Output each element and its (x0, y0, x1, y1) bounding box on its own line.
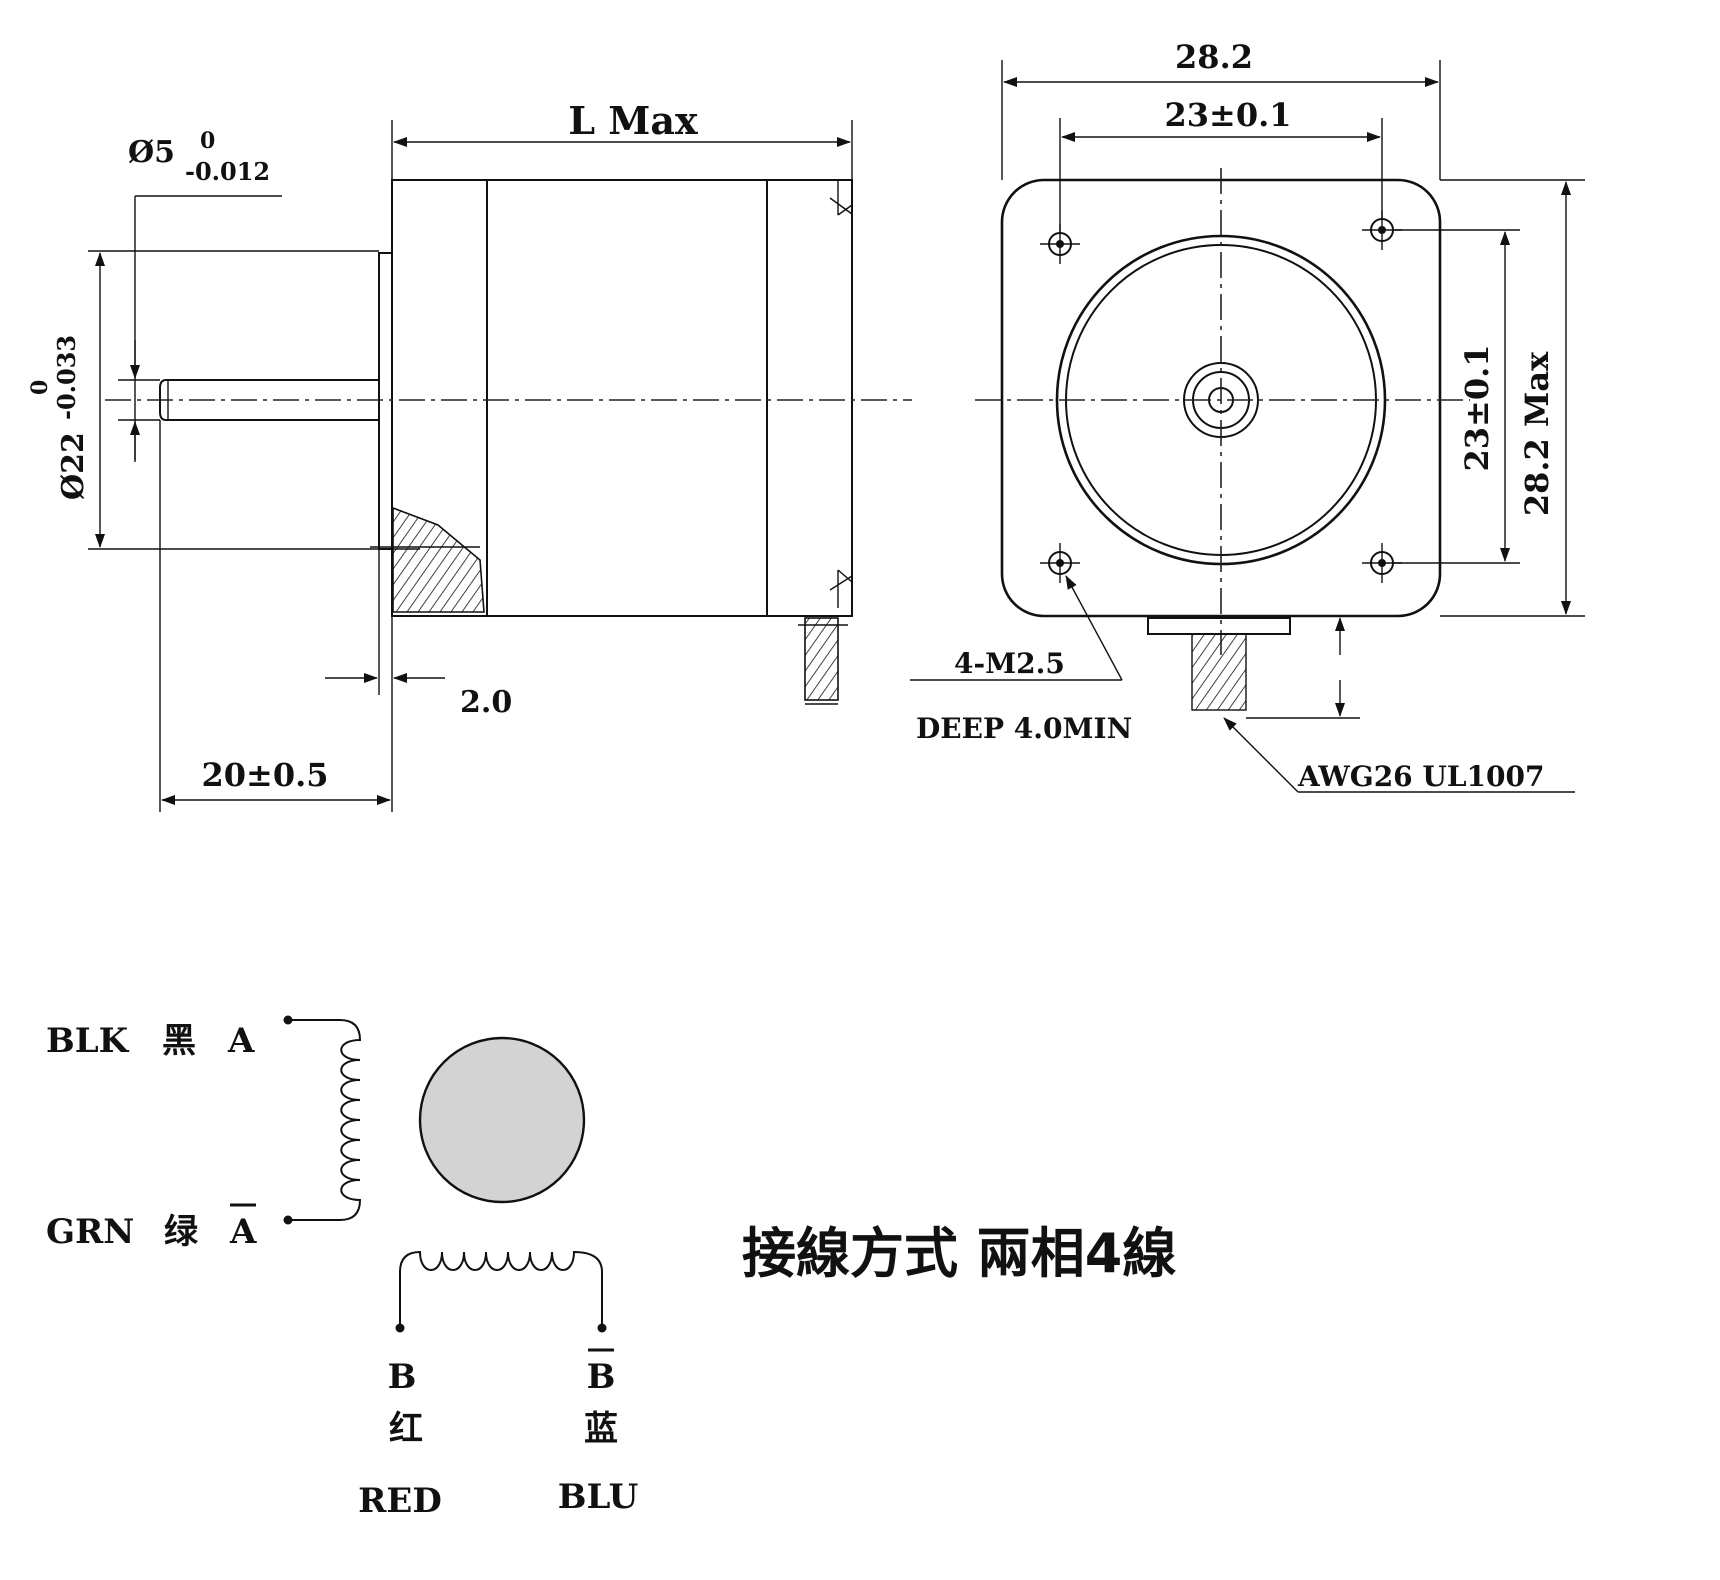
boss-diameter-upper-tol: 0 (27, 380, 53, 395)
boss-diameter-lower-tol: -0.033 (52, 335, 81, 420)
shaft-diameter-lower-tol: -0.012 (185, 157, 270, 186)
lead-wire-label: AWG26 UL1007 (1297, 760, 1544, 793)
hole-spacing-h-label: 23±0.1 (1164, 96, 1291, 134)
height-label: 28.2 Max (1518, 351, 1556, 516)
coil-a-end-color-cn: 绿 (164, 1212, 199, 1252)
wire-exit-block (1147, 617, 1291, 635)
coil-b-end-color-en: BLU (558, 1477, 638, 1517)
wiring-diagram: BLK 黑 A GRN 绿 A B 红 RED B 蓝 BLU 接線方式 兩相4… (46, 1015, 1176, 1521)
wiring-caption: 接線方式 兩相4線 (742, 1222, 1176, 1285)
mounting-boss (378, 252, 393, 550)
hole-crosshairs (1040, 210, 1402, 583)
front-view: 28.2 23±0.1 23±0.1 28.2 Max 4-M2.5 DEEP … (910, 38, 1585, 793)
side-view: L Max Ø5 0 -0.012 Ø22 0 -0.033 2.0 20±0.… (27, 98, 912, 812)
shaft-length-label: 20±0.5 (201, 756, 328, 794)
rear-cap-notch-top (829, 180, 853, 216)
coil-b-end-color-cn: 蓝 (584, 1409, 618, 1449)
coil-a-start-color-en: BLK (46, 1021, 130, 1061)
coil-b-winding (399, 1250, 603, 1328)
rear-cap-notch-bottom (829, 569, 853, 608)
coil-b-start-phase: B (388, 1357, 417, 1397)
rotor-symbol (418, 1036, 586, 1204)
body-length-label: L Max (568, 98, 698, 143)
boss-diameter-label-group: Ø22 0 -0.033 (27, 335, 91, 500)
coil-a-end-phase: A (229, 1212, 257, 1252)
coil-a-winding (288, 1019, 362, 1221)
coil-a-start-phase: A (227, 1021, 255, 1061)
shaft-diameter-upper-tol: 0 (200, 128, 215, 154)
wire-leader-arrow (1223, 717, 1299, 793)
screw-holes-label: 4-M2.5 (954, 647, 1065, 680)
coil-b-start-color-en: RED (358, 1481, 442, 1521)
coil-b-start-color-cn: 红 (389, 1409, 423, 1449)
shaft-diameter-main: Ø5 (128, 135, 175, 170)
boss-diameter-main: Ø22 (56, 432, 91, 500)
coil-a-end-color-en: GRN (46, 1212, 134, 1252)
hole-spacing-v-label: 23±0.1 (1458, 344, 1496, 471)
coil-a-start-color-cn: 黑 (162, 1021, 196, 1061)
coil-b-end-phase: B (587, 1357, 616, 1397)
hole-depth-label: DEEP 4.0MIN (916, 712, 1132, 745)
hatched-section (392, 506, 485, 613)
screw-leader-arrow (1065, 575, 1123, 681)
front-lead-wires (1191, 633, 1247, 711)
boss-thickness-label: 2.0 (460, 685, 512, 720)
width-label: 28.2 (1175, 38, 1253, 76)
lead-wire-bundle (804, 617, 839, 701)
